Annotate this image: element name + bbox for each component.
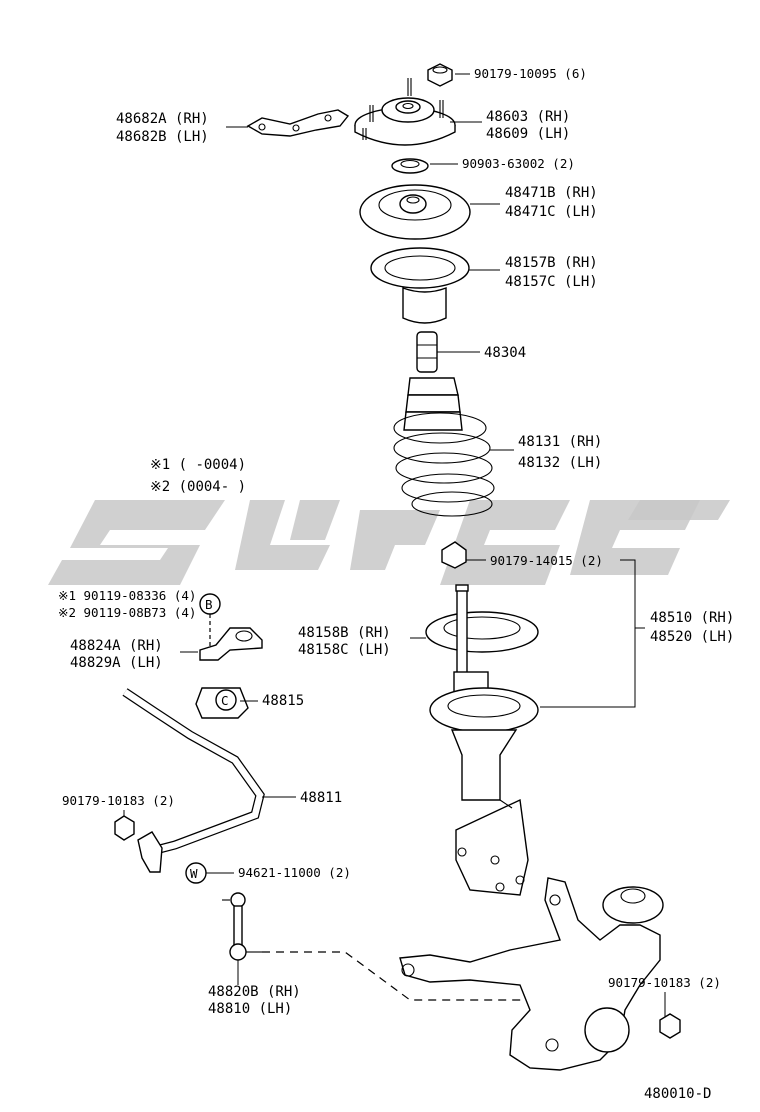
label-insulator-upper-rh: 48471B (RH) xyxy=(505,185,598,201)
callout-b: B xyxy=(199,593,221,615)
upper-seat-part xyxy=(370,247,470,324)
suspension-support-part xyxy=(354,78,456,146)
stabilizer-bar-part xyxy=(122,688,265,873)
coil-spring-part xyxy=(393,412,495,517)
nut-left-part xyxy=(114,815,135,841)
label-nut-strut: 90179-14015 (2) xyxy=(490,553,603,568)
bracket-part xyxy=(246,109,350,137)
stab-bracket-part xyxy=(199,627,263,661)
callout-c: C xyxy=(221,693,229,708)
label-support-lh: 48609 (LH) xyxy=(486,126,570,142)
label-bushing: 48815 xyxy=(262,693,304,709)
label-bumper: 48304 xyxy=(484,345,526,361)
legend-note1: ※1 ( -0004) xyxy=(150,457,246,473)
label-insulator-upper-lh: 48471C (LH) xyxy=(505,204,598,220)
label-link-rh: 48820B (RH) xyxy=(208,984,301,1000)
label-bearing: 90903-63002 (2) xyxy=(462,156,575,171)
label-link-lh: 48810 (LH) xyxy=(208,1001,292,1017)
label-absorber-lh: 48520 (LH) xyxy=(650,629,734,645)
bushing-part: C xyxy=(195,687,249,719)
diagram-id: 480010-D xyxy=(644,1086,711,1102)
shock-absorber-part xyxy=(429,584,539,896)
legend-note2: ※2 (0004- ) xyxy=(150,479,246,495)
label-spring-lh: 48132 (LH) xyxy=(518,455,602,471)
nut-top-part xyxy=(427,63,453,87)
label-bracket-lh: 48682B (LH) xyxy=(116,129,209,145)
bearing-part xyxy=(391,158,429,174)
label-stab-bracket-rh: 48824A (RH) xyxy=(70,638,163,654)
watermark-logo xyxy=(48,500,730,585)
svg-text:B: B xyxy=(205,597,213,612)
svg-text:W: W xyxy=(190,866,198,881)
label-stab-bracket-lh: 48829A (LH) xyxy=(70,655,163,671)
label-bolt2: ※2 90119-08B73 (4) xyxy=(58,605,196,620)
label-nut-left: 90179-10183 (2) xyxy=(62,793,175,808)
bumper-part xyxy=(416,331,438,373)
label-insulator-lower-lh: 48158C (LH) xyxy=(298,642,391,658)
label-support-rh: 48603 (RH) xyxy=(486,109,570,125)
label-bolt1: ※1 90119-08336 (4) xyxy=(58,588,196,603)
label-seat-upper-lh: 48157C (LH) xyxy=(505,274,598,290)
knuckle-part xyxy=(399,877,664,1071)
label-nut-top: 90179-10095 (6) xyxy=(474,66,587,81)
label-insulator-lower-rh: 48158B (RH) xyxy=(298,625,391,641)
label-washer: 94621-11000 (2) xyxy=(238,865,351,880)
callout-w: W xyxy=(185,862,207,884)
label-seat-upper-rh: 48157B (RH) xyxy=(505,255,598,271)
label-stab-bar: 48811 xyxy=(300,790,342,806)
nut-strut-part xyxy=(441,541,467,569)
lower-insulator-part xyxy=(425,611,539,653)
label-absorber-rh: 48510 (RH) xyxy=(650,610,734,626)
dust-boot-part xyxy=(403,377,463,431)
label-bracket-rh: 48682A (RH) xyxy=(116,111,209,127)
stab-link-part xyxy=(222,892,262,961)
upper-insulator-part xyxy=(359,184,471,240)
label-nut-right: 90179-10183 (2) xyxy=(608,975,721,990)
nut-right-part xyxy=(659,1013,681,1039)
label-spring-rh: 48131 (RH) xyxy=(518,434,602,450)
